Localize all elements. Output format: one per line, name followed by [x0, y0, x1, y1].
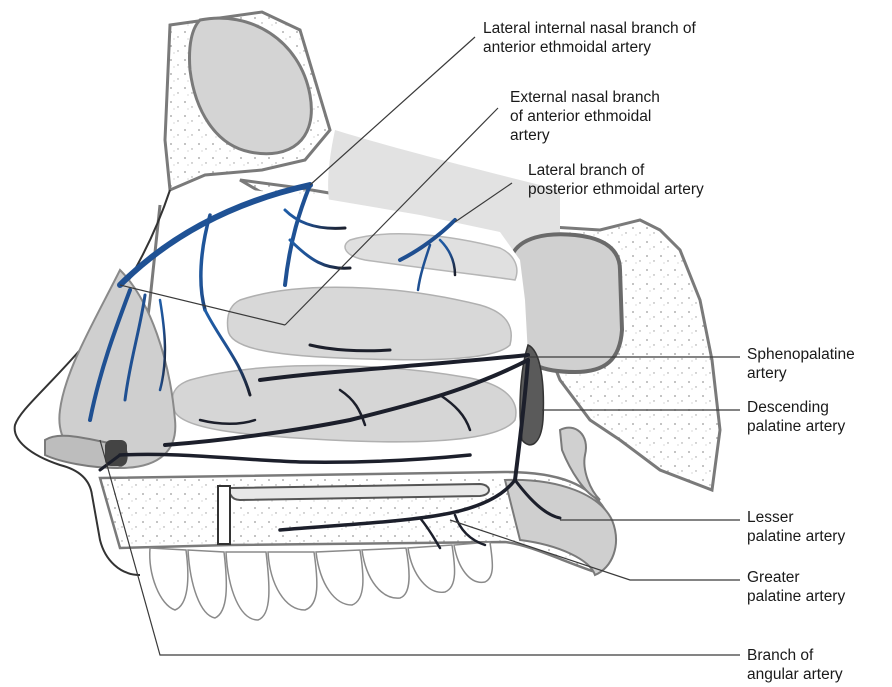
label-line: artery — [747, 364, 855, 383]
label-line: Greater — [747, 568, 845, 587]
label-lateral-posterior-ethmoidal: Lateral branch of posterior ethmoidal ar… — [528, 161, 704, 199]
label-lesser-palatine: Lesser palatine artery — [747, 508, 845, 546]
label-greater-palatine: Greater palatine artery — [747, 568, 845, 606]
label-line: Descending — [747, 398, 845, 417]
label-line: of anterior ethmoidal — [510, 107, 660, 126]
label-line: Branch of — [747, 646, 843, 665]
label-line: Sphenopalatine — [747, 345, 855, 364]
label-lateral-internal-nasal: Lateral internal nasal branch of anterio… — [483, 19, 696, 57]
label-line: External nasal branch — [510, 88, 660, 107]
label-line: palatine artery — [747, 417, 845, 436]
inferior-turbinate — [172, 366, 516, 442]
label-line: Lateral internal nasal branch of — [483, 19, 696, 38]
label-line: artery — [510, 126, 660, 145]
label-external-nasal: External nasal branch of anterior ethmoi… — [510, 88, 660, 145]
label-line: posterior ethmoidal artery — [528, 180, 704, 199]
upper-teeth — [150, 542, 493, 620]
label-line: angular artery — [747, 665, 843, 684]
label-line: palatine artery — [747, 527, 845, 546]
label-angular-branch: Branch of angular artery — [747, 646, 843, 684]
label-line: palatine artery — [747, 587, 845, 606]
label-line: anterior ethmoidal artery — [483, 38, 696, 57]
frontal-bone — [165, 12, 330, 190]
label-line: Lesser — [747, 508, 845, 527]
label-descending-palatine: Descending palatine artery — [747, 398, 845, 436]
label-sphenopalatine: Sphenopalatine artery — [747, 345, 855, 383]
label-line: Lateral branch of — [528, 161, 704, 180]
